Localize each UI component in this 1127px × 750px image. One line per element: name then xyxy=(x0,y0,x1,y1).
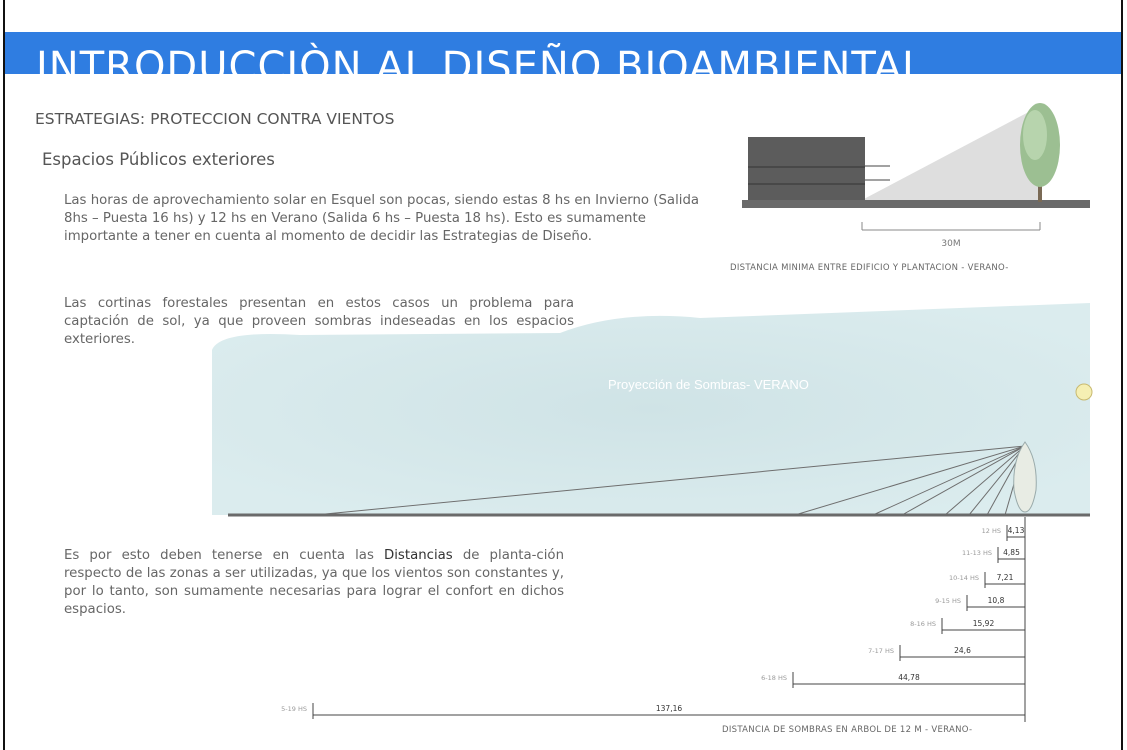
page-title: INTRODUCCIÒN AL DISEÑO BIOAMBIENTAL xyxy=(36,44,926,74)
paragraph-solar-hours: Las horas de aprovechamiento solar en Es… xyxy=(64,193,700,244)
row-hours-label: 6-18 HS xyxy=(761,674,787,682)
shadow-row-7: 6-18 HS 44,78 xyxy=(761,672,1025,688)
row-hours-label: 8-16 HS xyxy=(910,620,936,628)
row-distance-value: 7,21 xyxy=(997,573,1014,582)
row-hours-label: 12 HS xyxy=(982,527,1001,535)
paragraph-distances-start: Es por esto deben tenerse en cuenta las xyxy=(64,548,384,563)
row-hours-label: 5-19 HS xyxy=(281,705,307,713)
projection-label: Proyección de Sombras- VERANO xyxy=(608,377,809,392)
paragraph-forest-curtains: Las cortinas forestales presentan en est… xyxy=(64,296,574,347)
row-distance-value: 137,16 xyxy=(656,704,682,713)
paragraph-distances-end: de planta-ción respecto de las zonas a s… xyxy=(64,548,564,617)
section-title: ESTRATEGIAS: PROTECCION CONTRA VIENTOS xyxy=(35,110,395,128)
left-frame-line xyxy=(3,0,5,750)
shadow-row-8: 5-19 HS 137,16 xyxy=(281,703,1025,719)
shadow-row-5: 8-16 HS 15,92 xyxy=(910,618,1025,634)
shadow-triangle xyxy=(862,106,1040,200)
shadow-distance-rows: 12 HS 4,13 11-13 HS 4,85 10-14 HS 7,21 9-15 HS… xyxy=(281,525,1025,719)
shadow-row-3: 10-14 HS 7,21 xyxy=(949,572,1025,588)
top-diagram-caption: DISTANCIA MINIMA ENTRE EDIFICIO Y PLANTA… xyxy=(730,263,1009,273)
right-frame-line xyxy=(1121,0,1123,750)
ground-band xyxy=(742,200,1090,208)
distance-30m-label: 30M xyxy=(941,239,960,249)
row-distance-value: 44,78 xyxy=(898,673,920,682)
title-banner: INTRODUCCIÒN AL DISEÑO BIOAMBIENTAL xyxy=(5,32,1121,74)
row-hours-label: 9-15 HS xyxy=(935,597,961,605)
shadow-row-4: 9-15 HS 10,8 xyxy=(935,595,1025,611)
row-distance-value: 10,8 xyxy=(988,596,1005,605)
row-distance-value: 24,6 xyxy=(954,646,971,655)
shadow-row-6: 7-17 HS 24,6 xyxy=(868,645,1025,661)
building xyxy=(748,137,865,200)
row-distance-value: 4,85 xyxy=(1003,548,1020,557)
row-distance-value: 15,92 xyxy=(973,619,995,628)
shadow-row-2: 11-13 HS 4,85 xyxy=(962,547,1025,563)
row-hours-label: 10-14 HS xyxy=(949,574,979,582)
tree-icon xyxy=(1013,441,1037,513)
top-frame xyxy=(0,0,1127,22)
shadow-row-1: 12 HS 4,13 xyxy=(982,525,1025,541)
paragraph-distances-emphasis: Distancias xyxy=(384,548,453,563)
row-distance-value: 4,13 xyxy=(1008,526,1025,535)
subsection-title: Espacios Públicos exteriores xyxy=(42,150,275,169)
sun-icon xyxy=(1075,383,1093,401)
paragraph-distances: Es por esto deben tenerse en cuenta las … xyxy=(64,547,564,619)
shadow-diagram-caption: DISTANCIA DE SOMBRAS EN ARBOL DE 12 M - … xyxy=(722,725,973,735)
row-hours-label: 7-17 HS xyxy=(868,647,894,655)
row-hours-label: 11-13 HS xyxy=(962,549,992,557)
sky-watercolor xyxy=(212,303,1090,515)
tree-canopy-highlight xyxy=(1023,110,1047,160)
